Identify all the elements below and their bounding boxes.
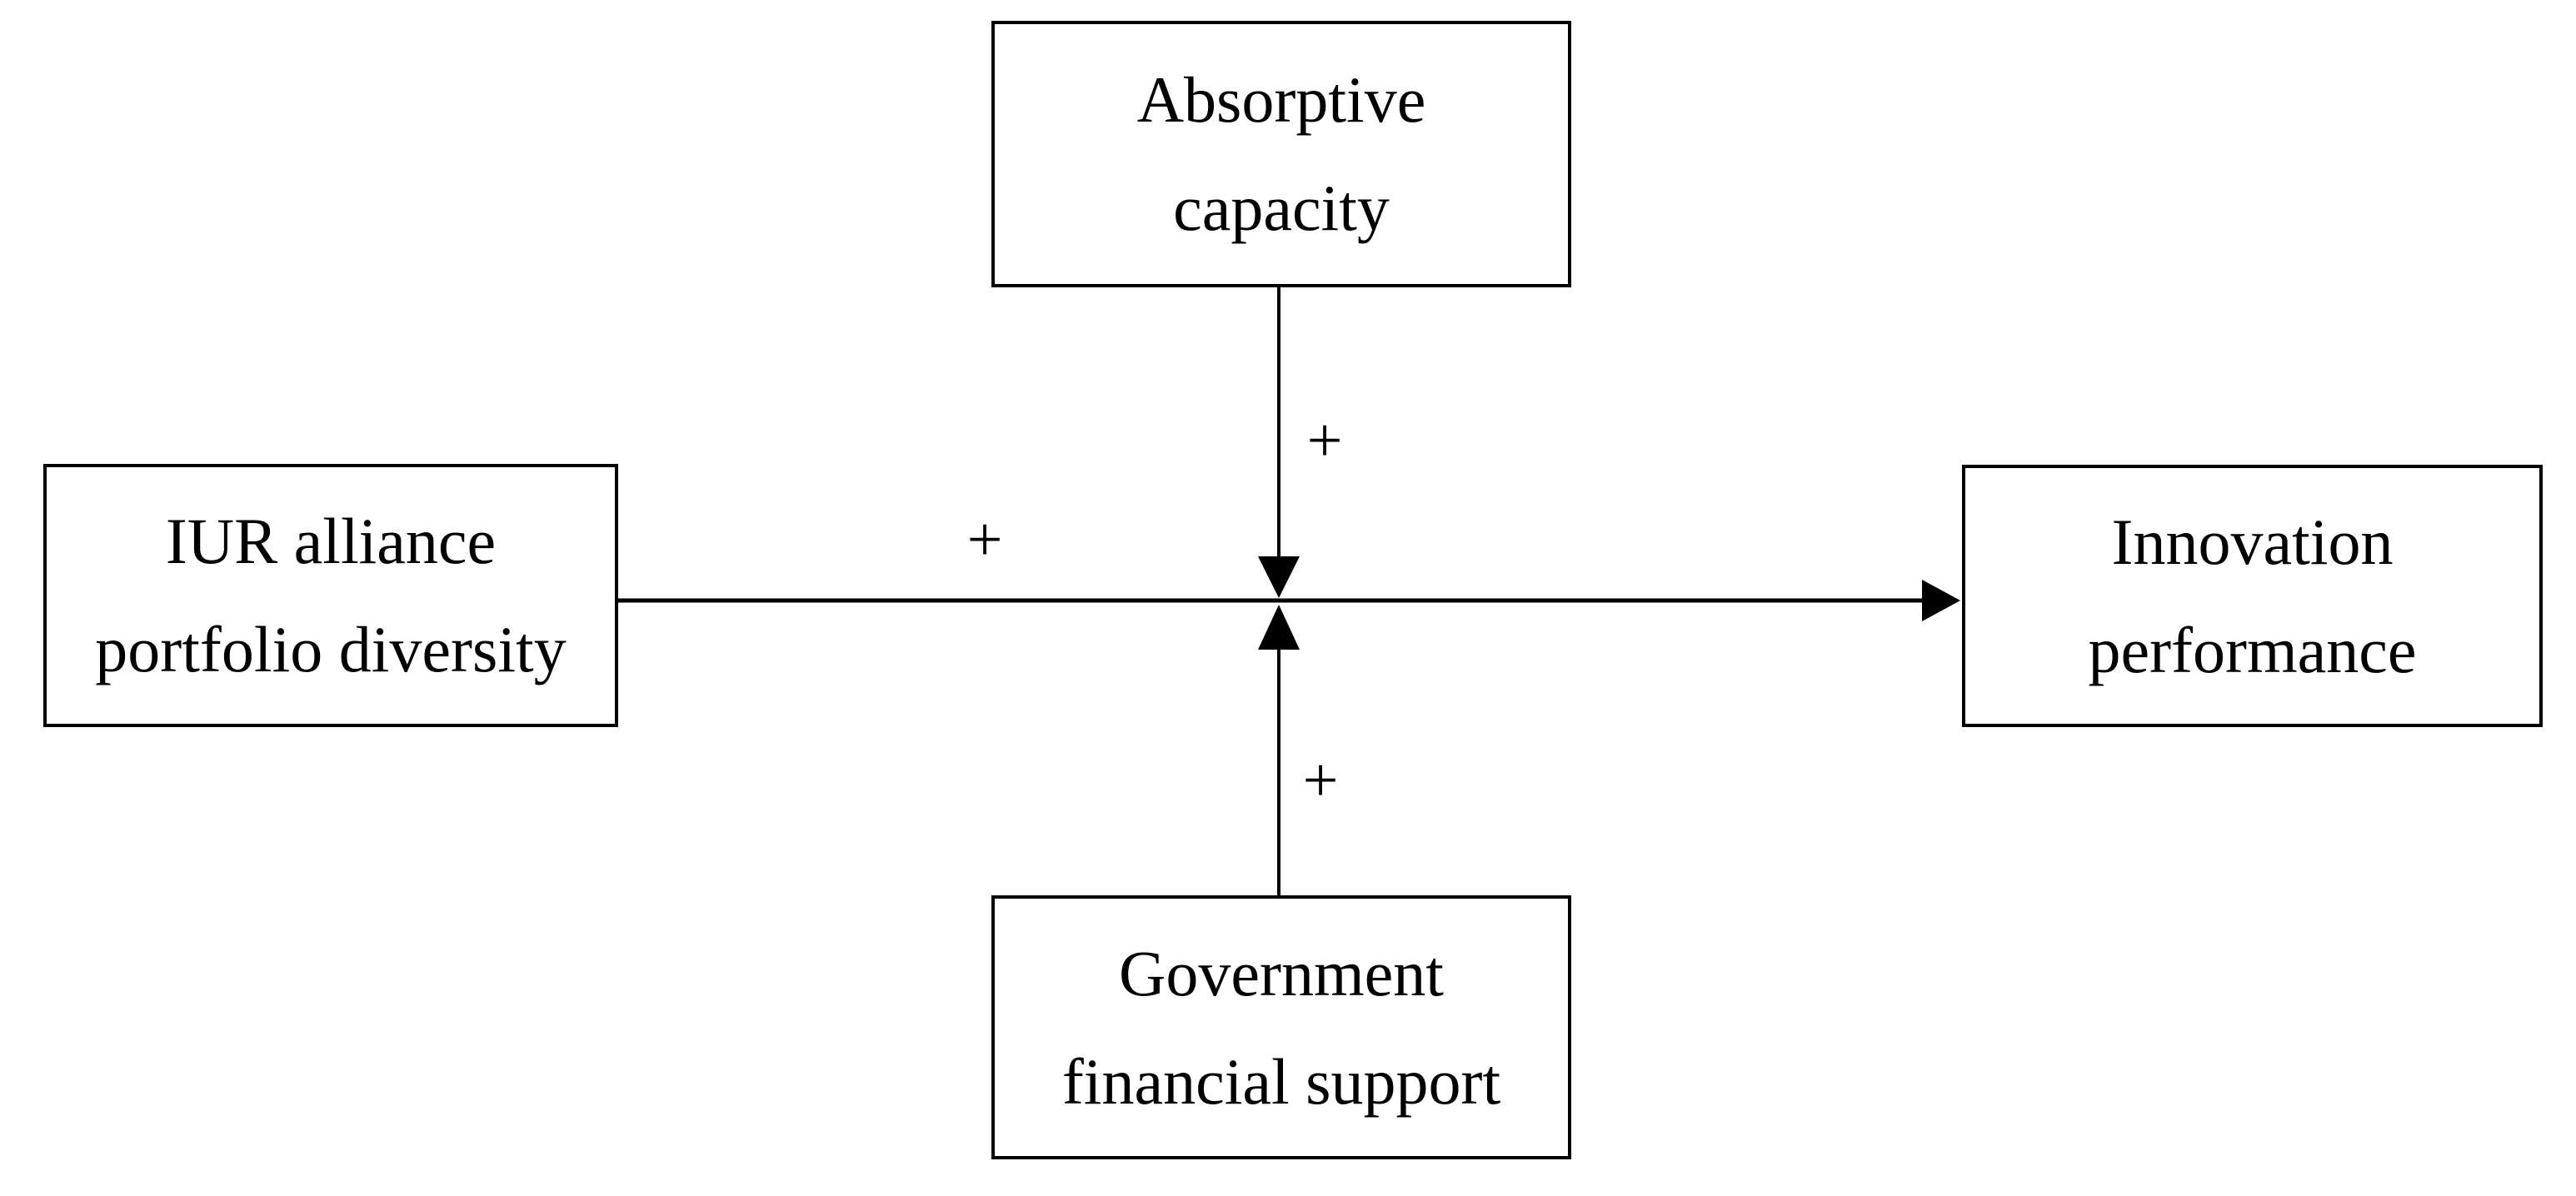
node-label-line: Innovation	[2111, 505, 2394, 578]
edge-sign-main-effect: +	[966, 505, 1003, 575]
edge-sign-moderator-bottom: +	[1302, 745, 1339, 815]
node-label-line: capacity	[1173, 172, 1390, 244]
node-label-line: Government	[1119, 936, 1444, 1009]
node-label-line: performance	[2088, 613, 2417, 686]
node-label-line: IUR alliance	[165, 505, 497, 577]
node-label-line: financial support	[1061, 1044, 1501, 1118]
arrowhead-right-icon	[1922, 580, 1960, 621]
arrowhead-up-icon	[1258, 605, 1300, 650]
arrowhead-down-icon	[1258, 556, 1300, 598]
edge-sign-moderator-top: +	[1306, 406, 1343, 476]
node-label-line: Absorptive	[1136, 63, 1426, 136]
node-innovation-performance: Innovation performance	[1962, 465, 2543, 727]
node-label-line: portfolio diversity	[95, 613, 567, 685]
node-government-financial-support: Government financial support	[991, 895, 1571, 1159]
node-iur-alliance-portfolio-diversity: IUR alliance portfolio diversity	[43, 464, 618, 727]
node-absorptive-capacity: Absorptive capacity	[991, 21, 1571, 287]
